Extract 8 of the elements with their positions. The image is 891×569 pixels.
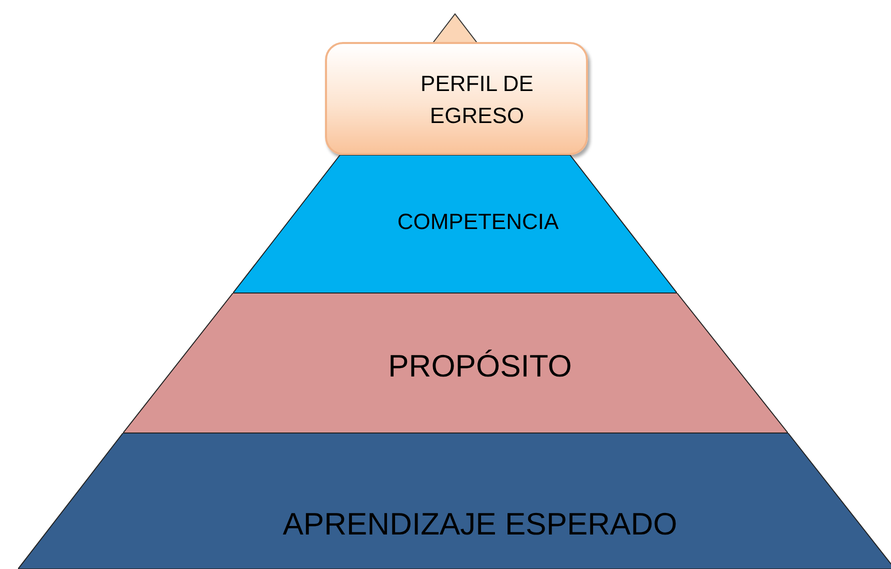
level-label: APRENDIZAJE ESPERADO <box>282 506 678 544</box>
pyramid-band <box>233 155 677 293</box>
level-label: PROPÓSITO <box>388 348 572 386</box>
level-label: COMPETENCIA <box>397 208 559 236</box>
level-label: PERFIL DE EGRESO <box>420 70 534 130</box>
pyramid-band <box>123 293 788 433</box>
pyramid-band <box>18 433 891 569</box>
rounded-box <box>325 42 588 155</box>
